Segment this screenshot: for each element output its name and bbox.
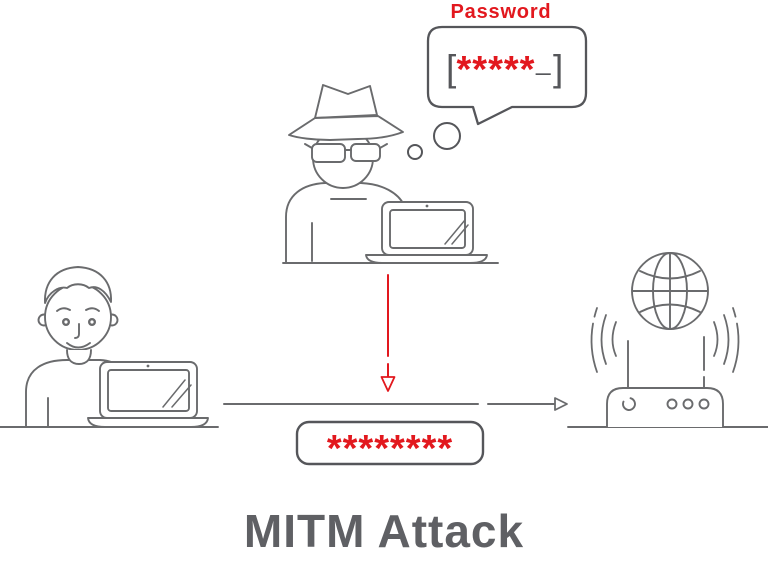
- red-intercept-arrow: [380, 274, 396, 392]
- thought-bubble-small: [407, 144, 423, 160]
- attacker-figure: [282, 84, 499, 264]
- globe-parallel-bottom: [639, 303, 701, 313]
- attacker-laptop-base: [365, 254, 488, 264]
- wifi-wave-left-inner: [611, 321, 617, 357]
- router-led-2: [682, 398, 694, 410]
- user-nose: [74, 323, 80, 339]
- victim-user-figure: [0, 266, 219, 428]
- attacker-laptop-reflection: [444, 219, 469, 245]
- router-power-symbol: [622, 397, 636, 411]
- bracket-open: [: [446, 48, 456, 89]
- fedora-hat-brim: [288, 115, 404, 141]
- victim-laptop: [87, 361, 209, 428]
- user-laptop-reflection: [162, 379, 192, 408]
- password-field-box: [295, 420, 485, 466]
- router-body: [606, 387, 724, 428]
- sunglasses-lens-right: [350, 143, 381, 162]
- intercept-arrowhead: [380, 376, 396, 392]
- bracket-close: ]: [553, 48, 563, 89]
- router-led-1: [666, 398, 678, 410]
- message-arrowhead: [554, 397, 568, 411]
- fedora-hat-crown: [314, 84, 378, 119]
- user-hair: [44, 266, 112, 304]
- user-head: [44, 283, 112, 351]
- wifi-router-icon: [567, 336, 768, 428]
- internet-globe-icon: [631, 252, 709, 330]
- sunglasses-lens-left: [311, 143, 346, 163]
- wifi-wave-left-outer: [590, 307, 598, 373]
- user-laptop-display: [107, 369, 190, 412]
- field-masked-password: ********: [327, 428, 453, 470]
- router-led-3: [698, 398, 710, 410]
- thought-bubble-large: [433, 122, 461, 150]
- wifi-wave-right-outer: [732, 307, 740, 373]
- thought-bubbles: [407, 122, 461, 160]
- user-eyebrow-right: [85, 307, 100, 312]
- user-eye-left: [62, 318, 71, 327]
- user-laptop-camera-dot: [146, 364, 150, 368]
- wifi-wave-right-inner: [713, 321, 719, 357]
- user-eyebrow-left: [56, 307, 71, 312]
- wifi-wave-right-middle: [723, 314, 730, 365]
- user-laptop-base: [87, 417, 209, 428]
- speech-bubble: Password [ ***** _ ]: [426, 1, 588, 126]
- attacker-laptop-camera-dot: [425, 204, 429, 208]
- message-flow-arrow: [223, 397, 568, 411]
- cursor-underscore: _: [535, 46, 551, 76]
- attacker-laptop: [365, 201, 488, 264]
- speech-bubble-outline: [426, 25, 588, 126]
- bubble-masked-password: *****: [457, 49, 536, 91]
- intercepted-password-field: ********: [295, 420, 485, 470]
- wifi-waves: [590, 307, 740, 373]
- password-label: Password: [451, 1, 552, 23]
- user-mouth: [66, 342, 91, 349]
- page-title: MITM Attack: [243, 505, 525, 557]
- sunglasses-temples: [304, 143, 388, 149]
- globe-parallel-top: [639, 270, 701, 280]
- user-eye-right: [87, 318, 96, 327]
- user-neck-collar: [66, 349, 92, 365]
- wifi-wave-left-middle: [600, 314, 607, 365]
